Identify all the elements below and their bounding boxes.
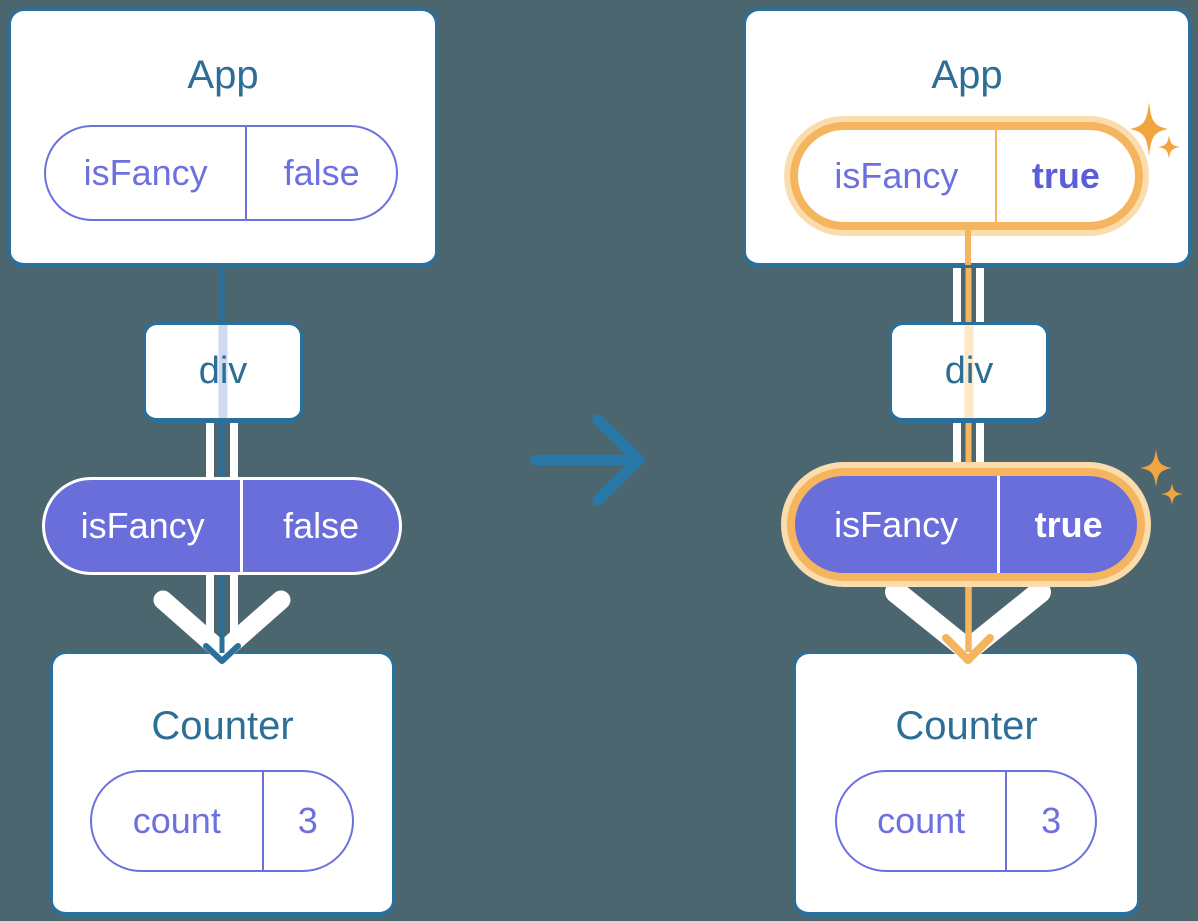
state-value: 3 [297, 800, 318, 841]
state-pill-before: count 3 [90, 770, 354, 872]
prop-pipe-app-to-div-after [953, 258, 984, 330]
prop-value: false [283, 152, 360, 193]
pass-through-line [218, 325, 228, 418]
prop-value: true [1031, 155, 1100, 196]
prop-name: isFancy [46, 127, 248, 219]
app-card-after: App isFancy true [743, 8, 1191, 268]
prop-value: true [1034, 503, 1103, 545]
state-pill-after: count 3 [835, 770, 1097, 872]
div-label: div [944, 350, 994, 392]
sparkle-big [1140, 449, 1172, 487]
prop-pipe-div-to-pill-before [206, 412, 238, 486]
prop-name: isFancy [795, 476, 1001, 573]
div-node-after: div [889, 322, 1049, 423]
component-title: Counter [151, 704, 294, 748]
prop-name: isFancy [45, 480, 244, 572]
sparkle-big [1130, 102, 1168, 156]
component-title: App [931, 53, 1003, 97]
state-name: count [837, 772, 1008, 870]
pass-through-line-active [964, 325, 974, 418]
flow-arrow-after [885, 580, 1051, 664]
transition-arrow-icon [530, 414, 645, 506]
big-white-chevron [153, 590, 291, 662]
passed-prop-pill-after-highlighted: isFancy true [787, 468, 1145, 581]
props-pill-after-highlighted: isFancy true [790, 122, 1143, 230]
sparkle-small [1161, 483, 1183, 505]
counter-card-before: Counter count 3 [50, 651, 395, 917]
passed-prop-pill-before: isFancy false [42, 477, 402, 575]
prop-value: false [283, 505, 360, 546]
big-white-chevron [885, 581, 1051, 661]
div-label: div [198, 350, 248, 392]
active-prop-line-stub [965, 229, 971, 265]
app-card-before: App isFancy false [8, 8, 438, 268]
div-node-before: div [143, 322, 303, 423]
sparkle-icon-app [1130, 102, 1180, 159]
counter-card-after: Counter count 3 [793, 651, 1140, 917]
component-title: App [187, 53, 259, 97]
state-value: 3 [1041, 800, 1062, 841]
flow-arrow-before [153, 572, 291, 664]
prop-name: isFancy [798, 130, 997, 222]
arrow-head [592, 414, 645, 506]
sparkle-icon-pill [1140, 449, 1183, 505]
state-name: count [92, 772, 264, 870]
sparkle-small [1158, 135, 1180, 159]
props-pill-before: isFancy false [44, 125, 398, 221]
component-title: Counter [895, 704, 1038, 748]
